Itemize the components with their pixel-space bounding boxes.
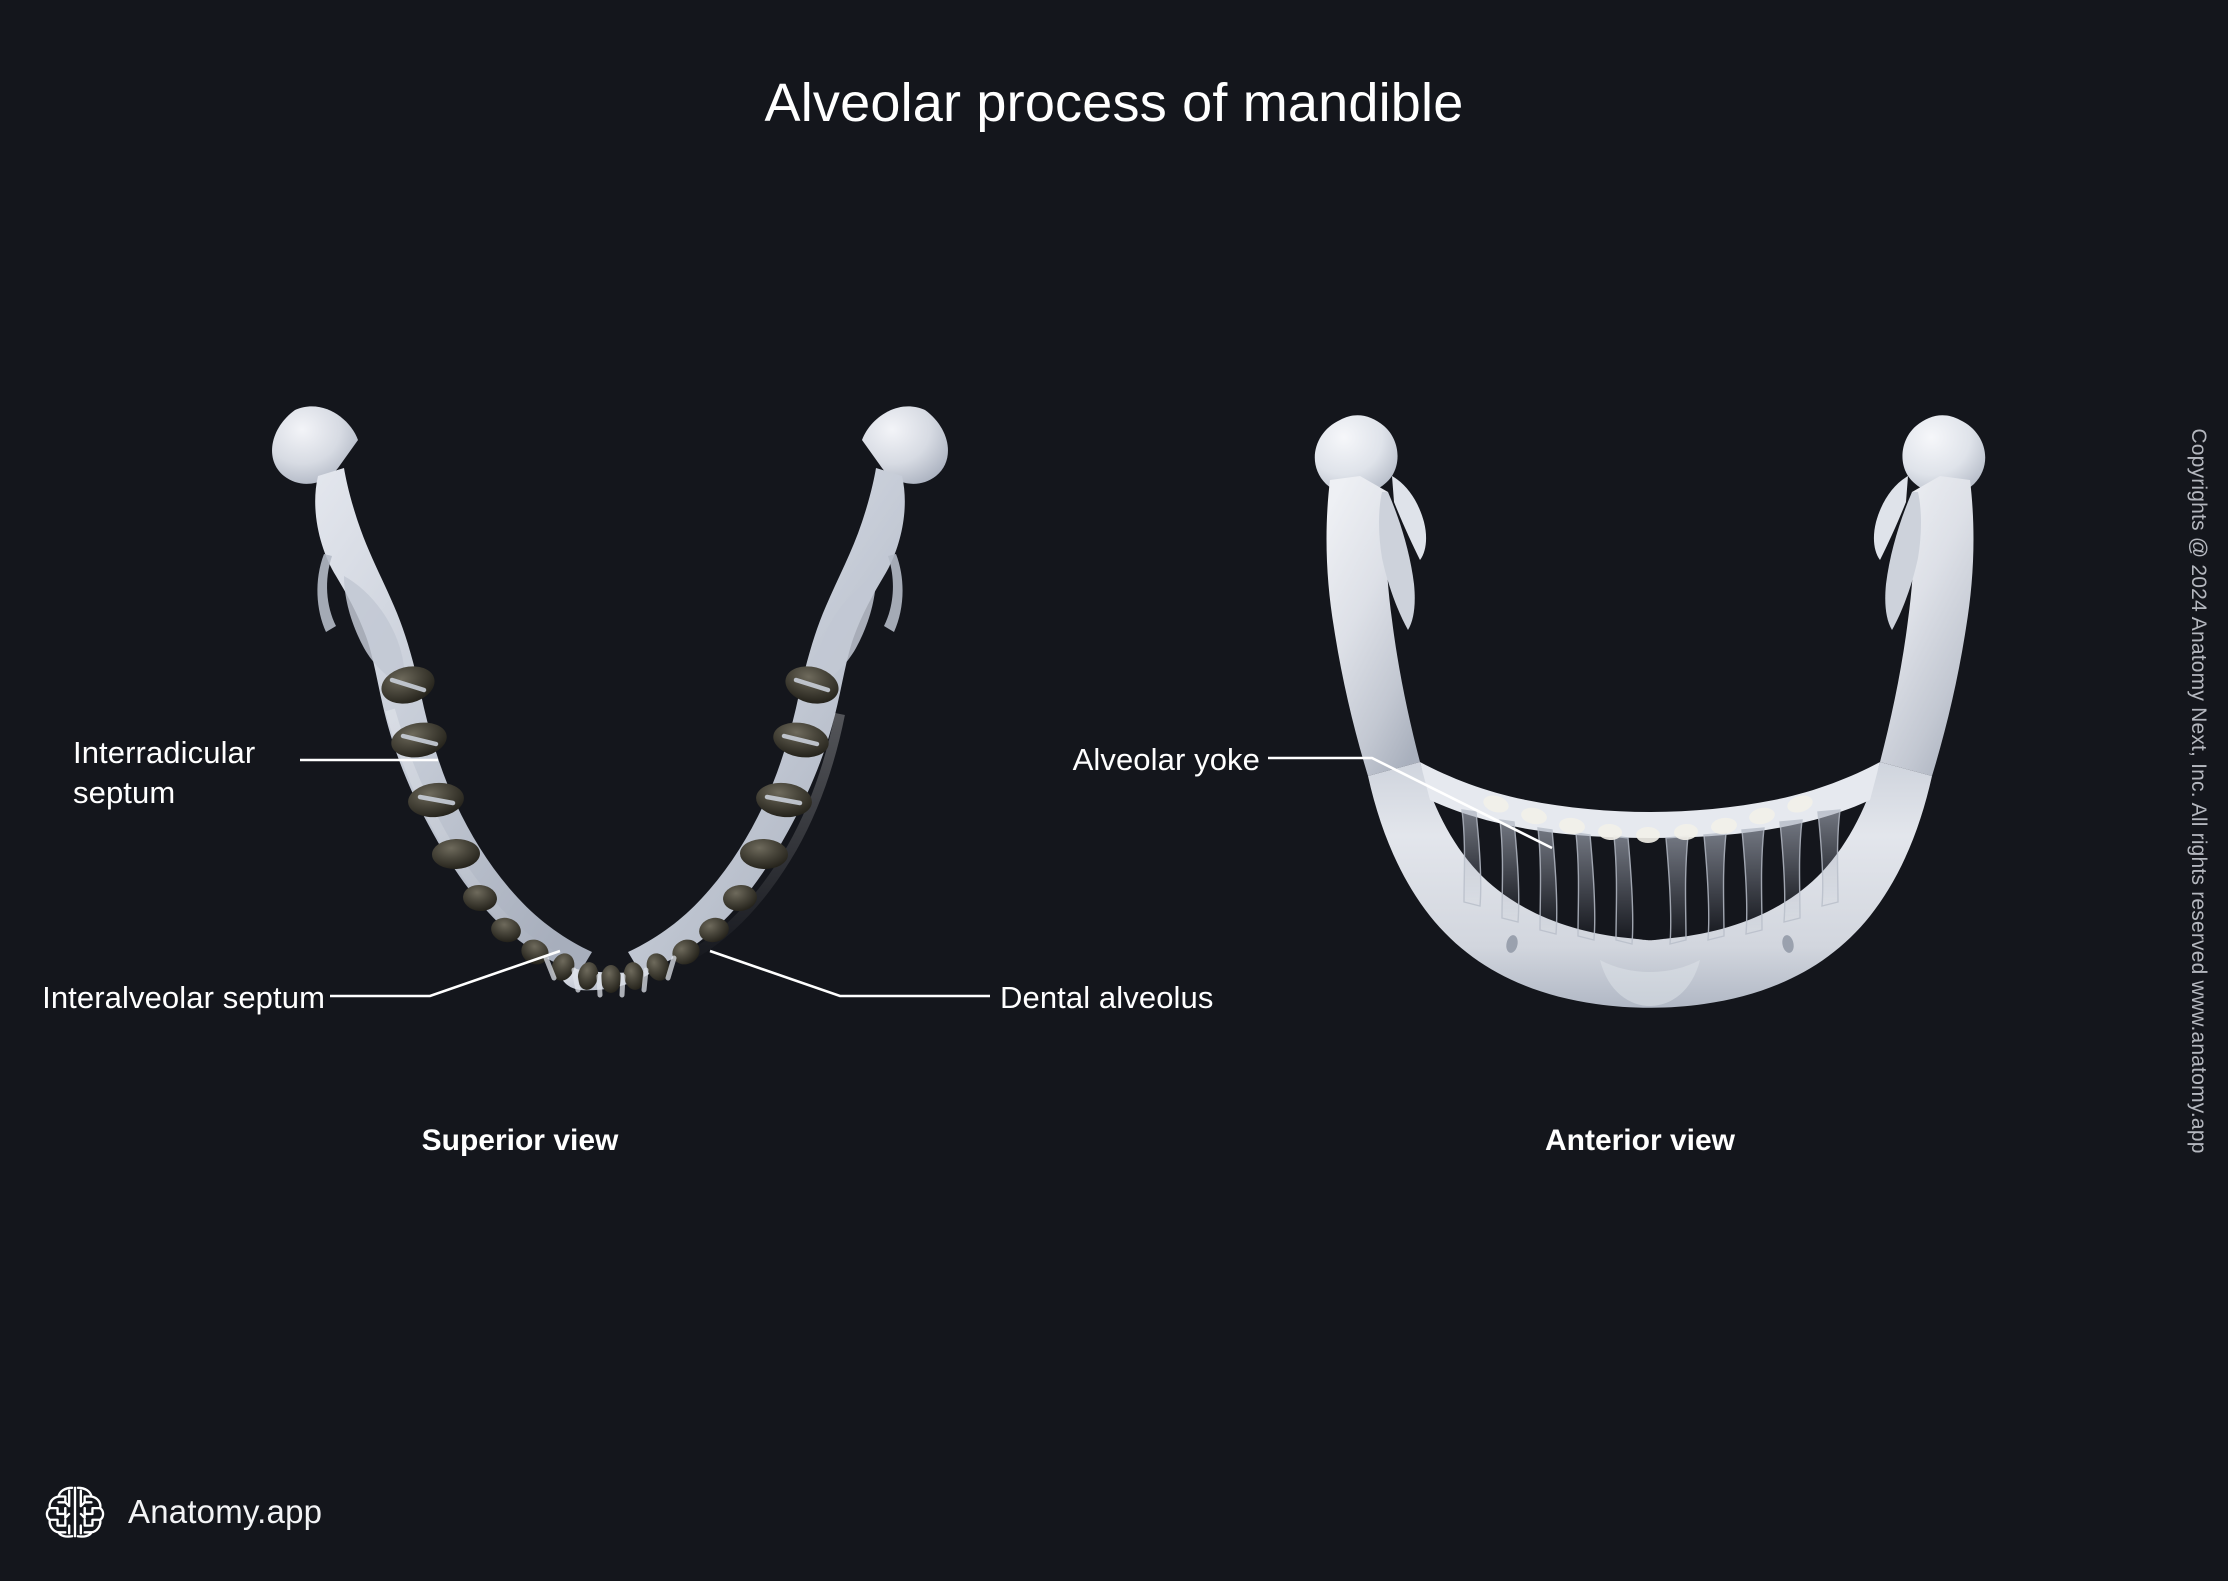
ramus-left [1314, 415, 1427, 776]
copyright-notice: Copyrights @ 2024 Anatomy Next, Inc. All… [2168, 0, 2228, 1581]
brand-name: Anatomy.app [128, 1493, 323, 1530]
alveolar-yokes [1461, 809, 1841, 945]
mandible-anterior-view [1314, 415, 1986, 1008]
caption-superior-view: Superior view [421, 1124, 619, 1157]
mandible-right-half [628, 406, 948, 972]
footer-branding: Anatomy.app [44, 1481, 322, 1543]
brain-icon [45, 1486, 105, 1538]
label-interalveolar-septum: Interalveolar septum [42, 980, 325, 1015]
interradicular-septa [389, 677, 456, 806]
caption-anterior-view: Anterior view [1544, 1124, 1736, 1157]
interradicular-septa-right [764, 677, 831, 806]
mandible-superior-view [272, 406, 948, 998]
label-alveolar-yoke: Alveolar yoke [1072, 742, 1260, 777]
mandible-left-half [272, 406, 592, 972]
page-title: Alveolar process of mandible [764, 73, 1464, 133]
label-dental-alveolus: Dental alveolus [1000, 980, 1214, 1015]
copyright-text: Copyrights @ 2024 Anatomy Next, Inc. All… [2187, 427, 2210, 1154]
dental-alveoli [381, 666, 839, 993]
ramus-right [1873, 415, 1986, 776]
label-interradicular-septum: Interradicular septum [73, 735, 256, 810]
mental-foramina [1506, 935, 1794, 953]
